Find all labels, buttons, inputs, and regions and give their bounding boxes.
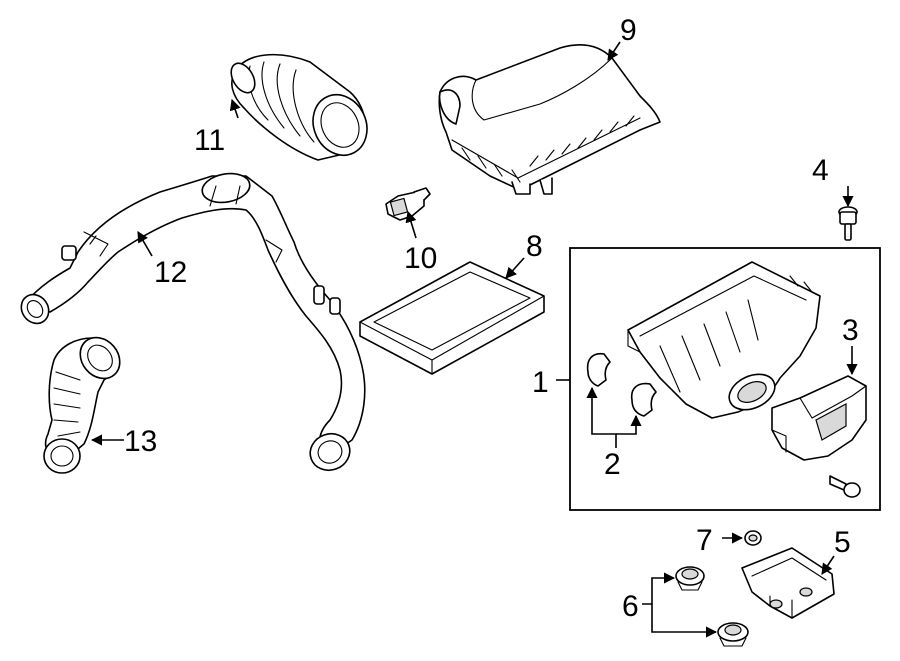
callout-12: 12 bbox=[154, 256, 187, 289]
air-cleaner-cover-part[interactable] bbox=[438, 44, 661, 195]
leader-8 bbox=[505, 257, 525, 279]
leader-5 bbox=[821, 555, 835, 575]
callout-6: 6 bbox=[622, 590, 639, 623]
callout-4: 4 bbox=[812, 154, 829, 187]
leader-6b bbox=[651, 604, 718, 638]
intake-bellows-part[interactable] bbox=[226, 53, 376, 164]
air-cleaner-assembly-frame bbox=[569, 247, 881, 511]
callout-11: 11 bbox=[194, 124, 225, 157]
leader-lines bbox=[90, 41, 858, 638]
air-sensor-part[interactable] bbox=[385, 187, 431, 221]
callout-1: 1 bbox=[532, 366, 549, 399]
grommet-part-upper[interactable] bbox=[675, 566, 705, 591]
grommet-part-small[interactable] bbox=[744, 530, 762, 546]
callout-2: 2 bbox=[604, 448, 621, 481]
air-filter-part[interactable] bbox=[359, 261, 545, 375]
leader-9 bbox=[607, 41, 621, 61]
callout-7: 7 bbox=[696, 524, 713, 557]
bolt-part[interactable] bbox=[838, 206, 858, 241]
bolt-part-lower[interactable] bbox=[829, 475, 861, 498]
callout-labels: 11 9 10 8 12 13 4 3 1 2 5 7 6 bbox=[124, 14, 859, 623]
leader-12 bbox=[137, 231, 153, 257]
callout-9: 9 bbox=[620, 14, 637, 47]
callout-10: 10 bbox=[404, 242, 437, 275]
clip-part-upper[interactable] bbox=[586, 352, 611, 387]
callout-3: 3 bbox=[842, 314, 859, 347]
callout-5: 5 bbox=[834, 526, 851, 559]
leader-6a bbox=[642, 572, 676, 605]
callout-8: 8 bbox=[526, 230, 543, 263]
leader-10 bbox=[405, 210, 417, 239]
intake-tube-part[interactable] bbox=[16, 170, 366, 476]
lower-hose-part[interactable] bbox=[43, 330, 128, 474]
air-cleaner-housing-part[interactable] bbox=[627, 261, 821, 419]
callout-13: 13 bbox=[124, 425, 157, 458]
clip-part-lower[interactable] bbox=[630, 382, 657, 417]
inlet-duct-part[interactable] bbox=[771, 375, 867, 461]
leader-11 bbox=[229, 98, 241, 119]
leader-2a bbox=[586, 386, 617, 448]
grommet-part-lower[interactable] bbox=[717, 622, 749, 647]
mounting-bracket-part[interactable] bbox=[741, 547, 835, 619]
leader-2b bbox=[616, 414, 642, 435]
